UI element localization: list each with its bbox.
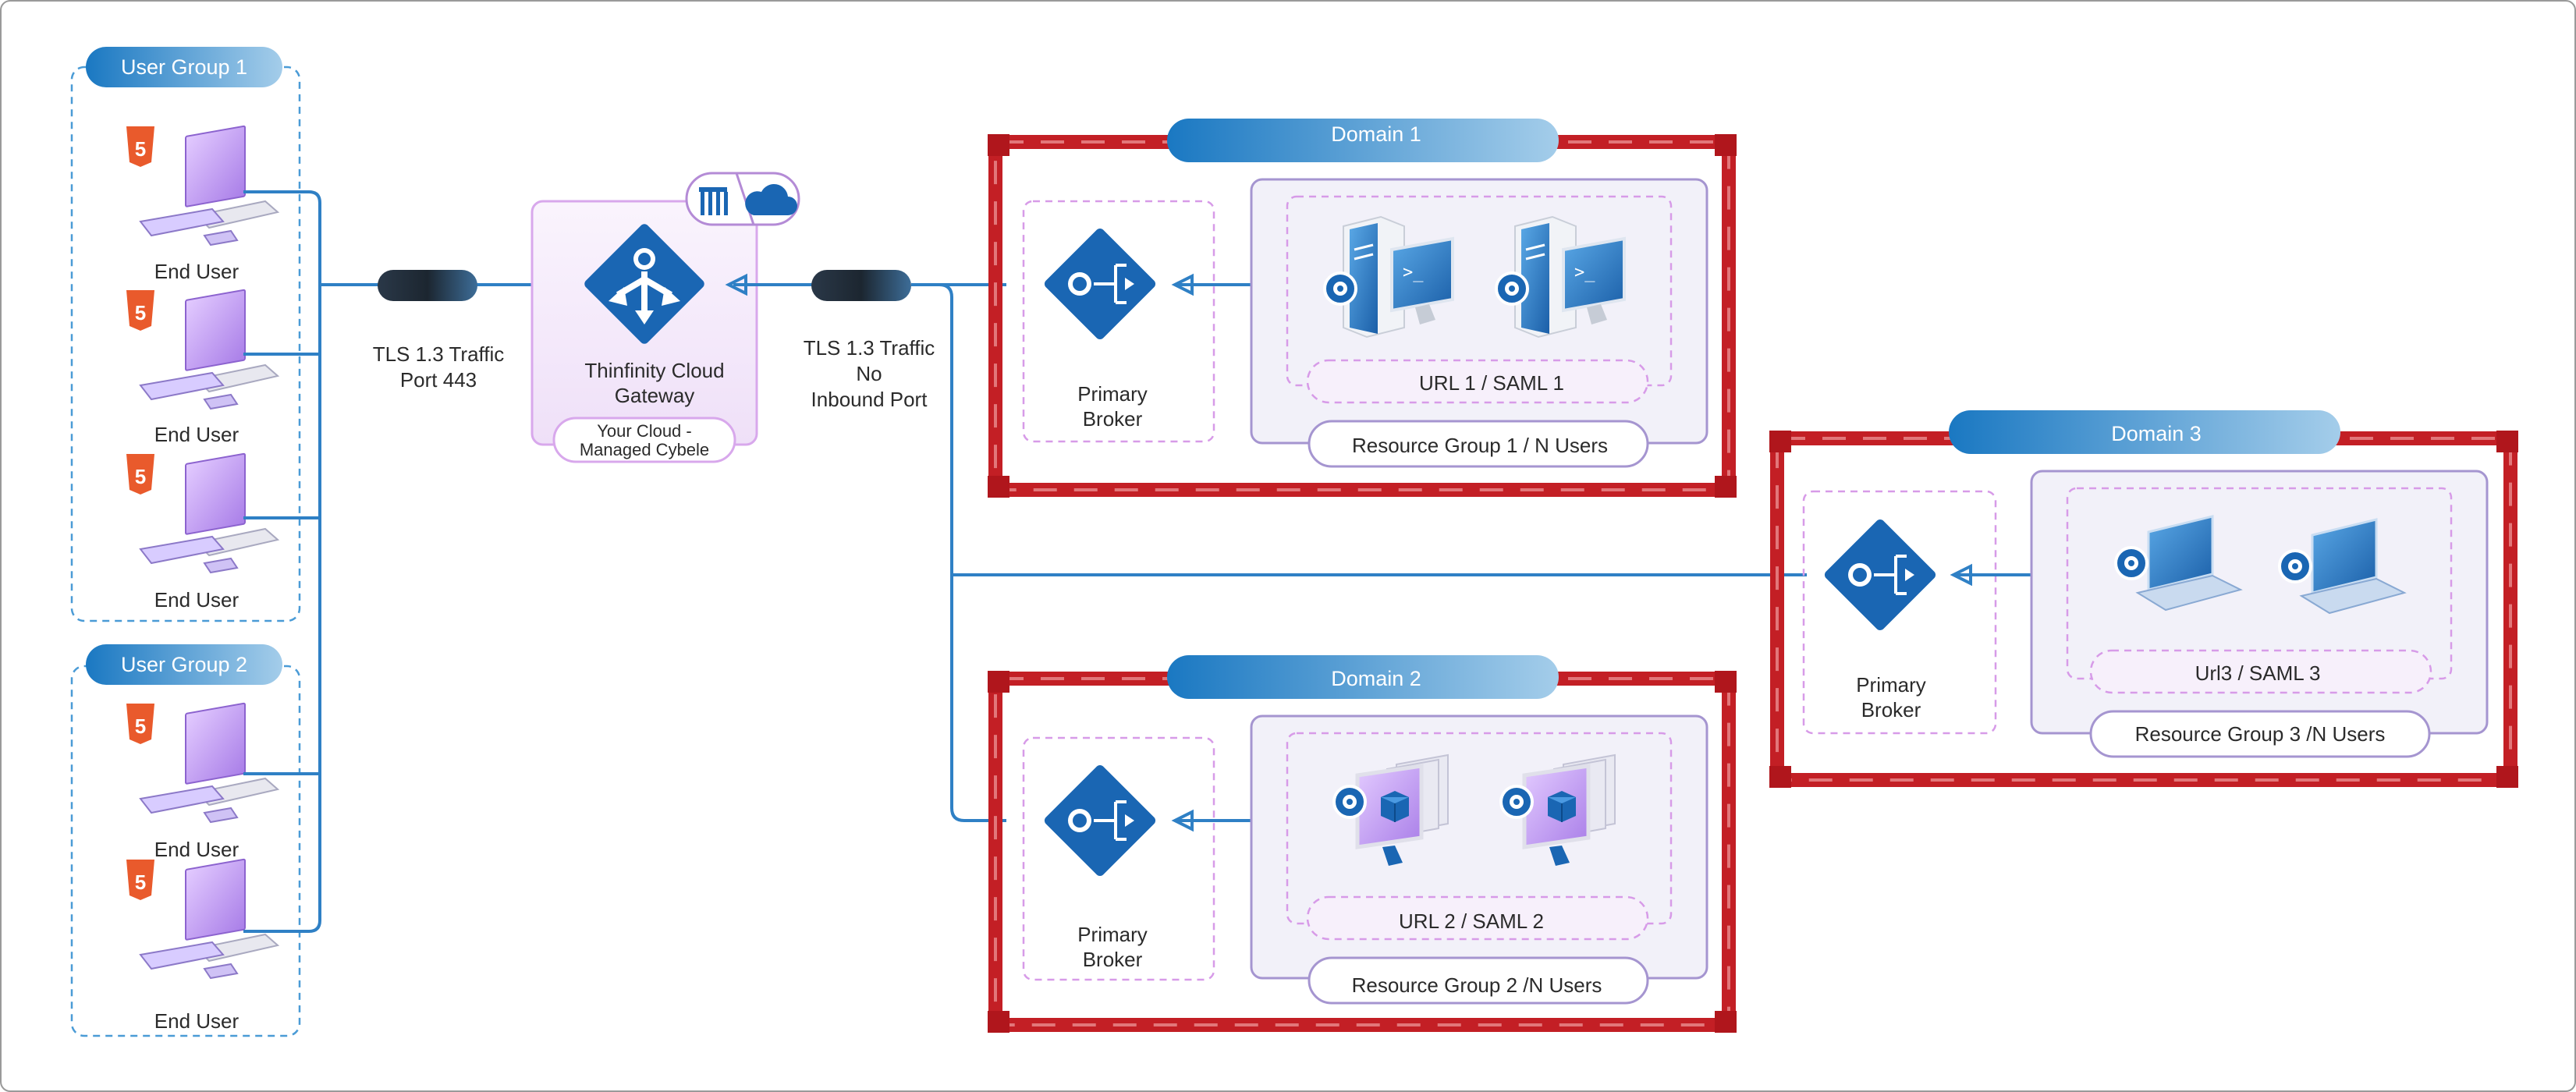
end-user-4: End User bbox=[126, 702, 279, 861]
end-user-label: End User bbox=[154, 838, 240, 861]
domain-1-url: URL 1 / SAML 1 bbox=[1419, 371, 1564, 395]
domain-1-broker-line1: Primary bbox=[1077, 382, 1148, 406]
domain-3-title: Domain 3 bbox=[2111, 422, 2202, 445]
user-group-1: User Group 1 bbox=[70, 47, 301, 622]
tunnel-left: TLS 1.3 Traffic Port 443 bbox=[373, 270, 505, 392]
end-user-5: End User bbox=[126, 858, 279, 1033]
domain-1-title: Domain 1 bbox=[1331, 122, 1421, 146]
gateway-line1: Thinfinity Cloud bbox=[584, 359, 724, 382]
tunnel-right-line2: No bbox=[856, 362, 882, 385]
domain-2-broker-line1: Primary bbox=[1077, 923, 1148, 946]
domain-2-title: Domain 2 bbox=[1331, 667, 1421, 690]
user-group-2-label: User Group 2 bbox=[121, 653, 247, 676]
user-group-1-label: User Group 1 bbox=[121, 55, 247, 79]
user-group-2-pill bbox=[86, 644, 282, 685]
domain-1: Domain 1 Primary Broker URL 1 / SAML 1 R… bbox=[988, 119, 1737, 498]
tunnel-right-line3: Inbound Port bbox=[811, 388, 928, 411]
domain-2-url: URL 2 / SAML 2 bbox=[1399, 909, 1544, 933]
gateway-badge-line2: Managed Cybele bbox=[580, 440, 709, 459]
end-user-label: End User bbox=[154, 260, 240, 283]
end-user-label: End User bbox=[154, 1009, 240, 1033]
end-user-1: End User bbox=[126, 125, 279, 283]
tunnel-right: TLS 1.3 Traffic No Inbound Port bbox=[725, 270, 935, 411]
gateway-badge-line1: Your Cloud - bbox=[597, 421, 691, 441]
gateway-line2: Gateway bbox=[615, 384, 695, 407]
domain-2: Domain 2 Primary Broker URL 2 / SAML 2 R… bbox=[988, 655, 1737, 1033]
domain-1-resource: Resource Group 1 / N Users bbox=[1352, 434, 1608, 457]
end-user-2: End User bbox=[126, 289, 279, 446]
domain-3-resource: Resource Group 3 /N Users bbox=[2135, 722, 2386, 746]
cloud-gateway: Thinfinity Cloud Gateway Your Cloud - Ma… bbox=[530, 172, 800, 463]
end-user-label: End User bbox=[154, 588, 240, 612]
domain-3-broker-line2: Broker bbox=[1861, 698, 1921, 722]
tunnel-left-line1: TLS 1.3 Traffic bbox=[373, 342, 505, 366]
tunnel-left-line2: Port 443 bbox=[400, 368, 477, 392]
domain-3: Domain 3 Primary Broker Url3 / SAML 3 Re… bbox=[1769, 410, 2518, 788]
domain-1-broker-line2: Broker bbox=[1083, 407, 1143, 431]
end-user-3: End User bbox=[126, 452, 279, 612]
user-group-2: User Group 2 bbox=[70, 644, 301, 1037]
end-user-label: End User bbox=[154, 423, 240, 446]
domain-3-url: Url3 / SAML 3 bbox=[2195, 661, 2321, 685]
tunnel-right-line1: TLS 1.3 Traffic bbox=[804, 336, 935, 360]
user-group-1-pill bbox=[86, 47, 282, 87]
router-icon bbox=[584, 224, 704, 344]
cloud-icon bbox=[745, 184, 797, 215]
domain-2-resource: Resource Group 2 /N Users bbox=[1352, 973, 1602, 997]
domain-3-broker-line1: Primary bbox=[1856, 673, 1926, 697]
datacenter-icon bbox=[699, 187, 728, 215]
domain-2-broker-line2: Broker bbox=[1083, 948, 1143, 971]
